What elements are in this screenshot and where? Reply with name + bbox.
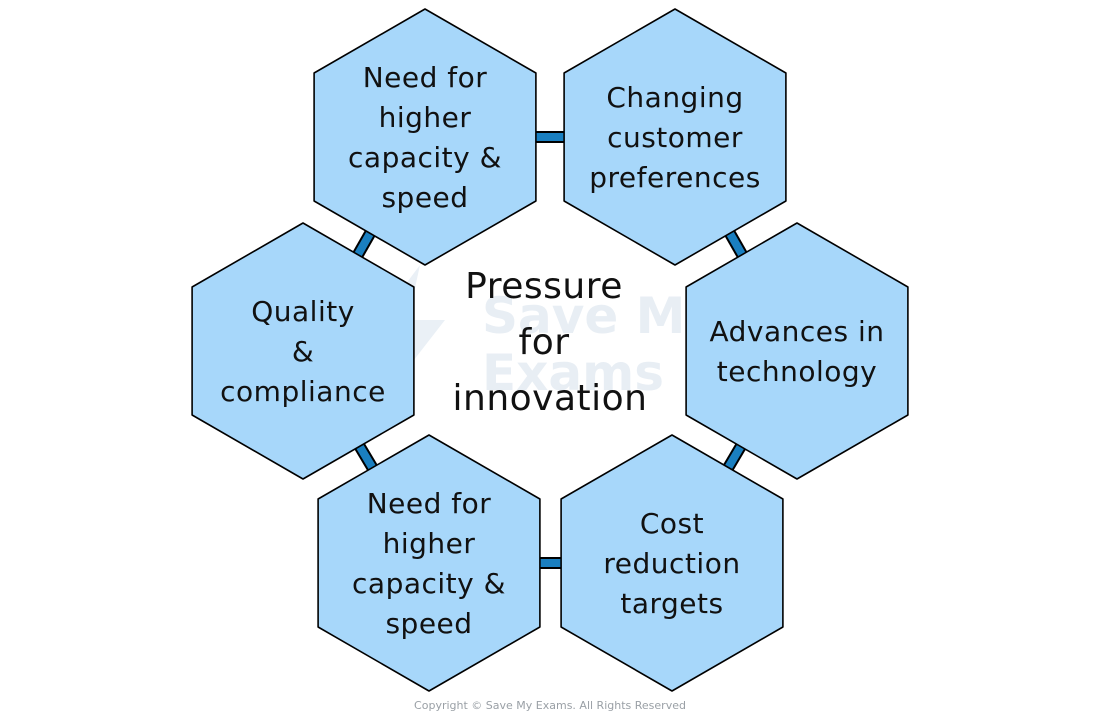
hexagon-label: Changing customer preferences <box>589 81 761 194</box>
hexagon-label-line: Need for <box>363 61 488 94</box>
center-title: Pressure for innovation <box>453 266 648 419</box>
hexagon-group: Need for higher capacity & speed Changing cus… <box>191 8 909 692</box>
hexagon-label-line: customer <box>607 121 743 154</box>
watermark-line-1: Save My <box>482 287 718 345</box>
hexagon-label-line: targets <box>620 587 723 620</box>
hexagon-shape <box>313 8 537 266</box>
hexagon-label: Advances in technology <box>709 315 884 388</box>
hexagon-label-line: preferences <box>589 161 761 194</box>
hexagon-shape <box>560 434 784 692</box>
hexagon-shape <box>685 222 909 480</box>
watermark: Save My Exams <box>360 265 718 410</box>
watermark-line-2: Exams <box>482 344 664 402</box>
center-title-line-2: for <box>519 322 570 363</box>
hexagon-label-line: higher <box>383 527 476 560</box>
hexagon-label-line: higher <box>379 101 472 134</box>
hexagon-label-line: Advances in <box>709 315 884 348</box>
hexagon-label-line: & <box>292 335 314 368</box>
hexagon-top-right: Changing customer preferences <box>563 8 787 266</box>
hexagon-shape <box>317 434 541 692</box>
hexagon-label-line: Need for <box>367 487 492 520</box>
hexagon-label-line: technology <box>717 355 877 388</box>
hexagon-label-line: speed <box>381 181 468 214</box>
center-title-line-1: Pressure <box>465 266 623 307</box>
hexagon-left: Quality & compliance <box>191 222 415 480</box>
hexagon-bottom-right: Cost reduction targets <box>560 434 784 692</box>
hexagon-bottom-left: Need for higher capacity & speed <box>317 434 541 692</box>
hexagon-label-line: Cost <box>640 507 704 540</box>
hexagon-label-line: reduction <box>603 547 740 580</box>
hexagon-label-line: capacity & <box>352 567 506 600</box>
hexagon-shape <box>191 222 415 480</box>
hexagon-shape <box>563 8 787 266</box>
hexagon-label-line: Quality <box>251 295 355 328</box>
hexagon-label: Cost reduction targets <box>603 507 740 620</box>
hexagon-label-line: capacity & <box>348 141 502 174</box>
hexagon-label: Quality & compliance <box>220 295 386 408</box>
hexagon-label-line: speed <box>385 607 472 640</box>
hexagon-right: Advances in technology <box>685 222 909 480</box>
hexagon-label-line: compliance <box>220 375 386 408</box>
center-title-line-3: innovation <box>453 378 648 419</box>
hexagon-label: Need for higher capacity & speed <box>352 487 506 640</box>
hexagon-top-left: Need for higher capacity & speed <box>313 8 537 266</box>
copyright-text: Copyright © Save My Exams. All Rights Re… <box>414 699 686 712</box>
hexagon-label: Need for higher capacity & speed <box>348 61 502 214</box>
hexagon-label-line: Changing <box>606 81 743 114</box>
